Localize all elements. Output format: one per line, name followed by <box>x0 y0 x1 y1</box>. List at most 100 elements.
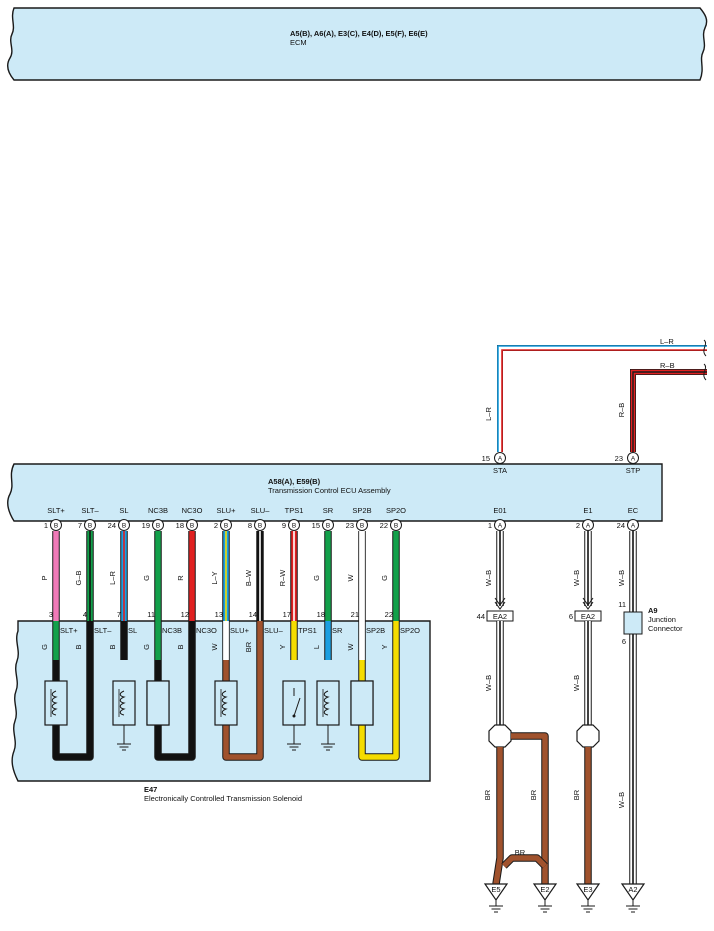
signal-name-label: SP2B <box>352 506 371 515</box>
signal-name-label: SLT– <box>81 506 99 515</box>
signal-connector-letter: B <box>394 523 398 530</box>
ground-name-label: E01 <box>493 506 506 515</box>
solenoid-pin: 3 <box>49 610 53 619</box>
solenoid-wire-color: B <box>108 644 117 649</box>
signal-connector-ring <box>288 519 300 531</box>
solenoid-name: Electronically Controlled Transmission S… <box>144 794 302 803</box>
ground-e5: E5 <box>483 883 509 913</box>
signal-connector-ring <box>390 519 402 531</box>
solenoid-wire-color: BR <box>244 641 253 652</box>
ground-connector-ring <box>494 519 506 531</box>
solenoid-pin: 22 <box>385 610 393 619</box>
ground-connector-letter: A <box>631 523 636 530</box>
tps-box <box>282 680 306 726</box>
ground-name-label: EC <box>628 506 639 515</box>
signal-wire-color: L–Y <box>210 571 219 584</box>
coil-sl-winding <box>119 690 126 716</box>
solenoid-terminal-label: SLU+ <box>230 626 250 635</box>
signal-connector-ring <box>152 519 164 531</box>
solenoid-wire-color: B <box>176 644 185 649</box>
solenoid-terminal-label: SLU– <box>264 626 284 635</box>
coil-slt <box>44 680 68 726</box>
sol-ground-2 <box>321 738 335 751</box>
signal-connector: B2 <box>214 519 232 531</box>
solenoid-terminal-label: SP2O <box>400 626 420 635</box>
solenoid-pin: 13 <box>215 610 223 619</box>
solenoid-internals <box>44 660 400 761</box>
coil-sr <box>316 680 340 726</box>
ground-e5-label: E5 <box>491 885 500 894</box>
signal-connector-ring <box>118 519 130 531</box>
splice-point <box>576 724 600 748</box>
solenoid-terminal-label: NC3O <box>196 626 217 635</box>
nc3-plain-box <box>146 680 170 726</box>
ecm-connectors: A5(B), A6(A), E3(C), E4(D), E5(F), E6(E) <box>290 29 428 38</box>
coil-sr-winding <box>323 690 330 716</box>
sta-conn-letter: A <box>498 456 503 463</box>
signal-connector-pin: 18 <box>176 521 184 530</box>
ground-connector-letter: A <box>586 523 591 530</box>
signal-connector-ring <box>186 519 198 531</box>
sp2-plain-box <box>350 680 374 726</box>
signal-wire-color: R–W <box>278 569 287 587</box>
ground-connector: A24 <box>617 519 639 531</box>
signal-connector-ring <box>254 519 266 531</box>
signal-connector-ring <box>356 519 368 531</box>
sta-label: STA <box>493 466 507 475</box>
signal-connector-letter: B <box>258 523 262 530</box>
ground-e3-earth <box>581 900 595 913</box>
solenoid-id: E47 <box>144 785 157 794</box>
tcu-connectors: A58(A), E59(B) <box>268 477 321 486</box>
ground-connector-ring <box>582 519 594 531</box>
stp-pin: 23 <box>615 454 623 463</box>
signal-connector-pin: 19 <box>142 521 150 530</box>
ground-e5-triangle <box>483 883 509 902</box>
wire-color-rb-top: R–B <box>660 361 675 370</box>
signal-name-label: SL <box>119 506 128 515</box>
sta-wire: L–R L–R <box>484 337 707 452</box>
tcu-name: Transmission Control ECU Assembly <box>268 486 391 495</box>
signal-wire-color: W <box>346 574 355 582</box>
signal-connector: B24 <box>108 519 130 531</box>
junction-line2: Connector <box>648 624 683 633</box>
signal-connector-letter: B <box>156 523 160 530</box>
signal-connector-ring <box>220 519 232 531</box>
solenoid-pin: 12 <box>181 610 189 619</box>
coil-slu-winding <box>221 690 228 716</box>
stp-label: STP <box>626 466 641 475</box>
solenoid-pin: 11 <box>147 610 155 619</box>
solenoid-pin: 7 <box>117 610 121 619</box>
junction-pin-bottom: 6 <box>622 637 626 646</box>
ground-e2-earth <box>538 900 552 913</box>
signal-connector-letter: B <box>292 523 296 530</box>
solenoid-pin: 18 <box>317 610 325 619</box>
sol-ground-1 <box>287 738 301 751</box>
br-left-label: BR <box>483 789 492 800</box>
coil-sl <box>112 680 136 726</box>
signal-connector-letter: B <box>224 523 228 530</box>
wire-break-mark <box>703 339 707 381</box>
signal-wire-color: G–B <box>74 570 83 585</box>
solenoid-pin: 4 <box>83 610 87 619</box>
ground-connector-pin: 1 <box>488 521 492 530</box>
solenoid-pin: 14 <box>249 610 257 619</box>
wire-color-lr-top: L–R <box>660 337 674 346</box>
signal-name-label: SR <box>323 506 334 515</box>
br-e5-fill <box>493 747 503 885</box>
tcu-panel: A58(A), E59(B) Transmission Control ECU … <box>7 463 663 522</box>
coil-slt-winding <box>51 690 58 716</box>
signal-wires-layer: SLT+PB13SLT+GSLT–G–BB74SLT–BSLL–RB247SLB… <box>40 506 420 761</box>
ea2-label: EA2 <box>493 612 507 621</box>
ground-wire-color: W–B <box>484 570 493 586</box>
ground-lower-wire-color: W–B <box>572 675 581 691</box>
stp-wire: R–B R–B <box>617 361 707 452</box>
ground-connector-pin: 2 <box>576 521 580 530</box>
solenoid-terminal-label: TPS1 <box>298 626 317 635</box>
ground-wire-color: W–B <box>572 570 581 586</box>
